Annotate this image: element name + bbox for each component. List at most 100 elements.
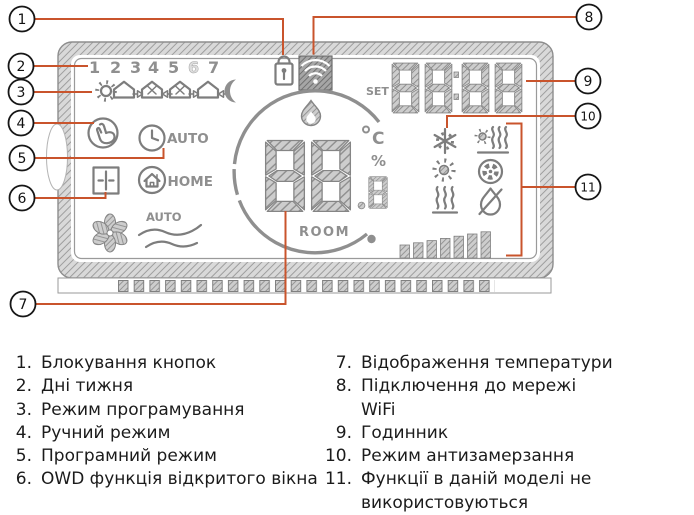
day-number: 5 bbox=[168, 58, 179, 77]
no-water-icon bbox=[478, 187, 503, 216]
days-row: 1 2 3 4 5 6 7 bbox=[89, 58, 219, 78]
day-number: 1 bbox=[89, 58, 100, 77]
set-label: SET bbox=[366, 85, 389, 98]
lunch-return-icon bbox=[140, 80, 173, 99]
legend-item-label: Режим антизамерзання bbox=[361, 446, 575, 467]
decimal-dot bbox=[357, 201, 366, 210]
sun-rays-icon bbox=[432, 158, 456, 182]
svg-text:9: 9 bbox=[584, 74, 593, 90]
legend-item-label: Підключення до мережі WiFi bbox=[361, 376, 577, 420]
thermostat-display-diagram: 1 2 3 4 5 6 7 bbox=[7, 3, 603, 318]
fan-auto-label: AUTO bbox=[146, 210, 182, 224]
callout-4: 4 bbox=[7, 109, 35, 137]
legend-item: 2. Дні тижня bbox=[10, 375, 322, 398]
antifreeze-snowflake-icon bbox=[433, 127, 457, 155]
steam-icon bbox=[431, 185, 459, 214]
legend-item-number: 11. bbox=[324, 469, 352, 490]
auto-fan-waves-icon: AUTO bbox=[137, 210, 203, 249]
percent-label: % bbox=[371, 152, 386, 170]
lock-icon bbox=[274, 55, 294, 86]
legend-item: 1. Блокування кнопок bbox=[10, 352, 322, 375]
moon-icon bbox=[224, 79, 237, 103]
program-mode-row bbox=[95, 79, 237, 103]
day-number: 7 bbox=[208, 58, 219, 77]
legend-item-label: Функції в даній моделі не використовують… bbox=[361, 469, 592, 513]
legend-item-label: Годинник bbox=[361, 422, 449, 443]
fan-icon bbox=[477, 158, 504, 185]
day-number-inactive: 6 bbox=[188, 58, 199, 77]
legend-item: 5.Програмний режим bbox=[10, 445, 322, 468]
home-label: HOME bbox=[168, 174, 213, 190]
legend-item-number: 4. bbox=[15, 422, 32, 443]
callout-5: 5 bbox=[8, 144, 36, 172]
legend-item-label: Блокування кнопок bbox=[41, 353, 217, 373]
svg-text:1: 1 bbox=[18, 12, 27, 28]
room-temperature-dial: C % ROOM bbox=[232, 89, 388, 255]
auto-program-label: AUTO bbox=[167, 131, 209, 147]
legend-item: 4. Ручний режим bbox=[10, 422, 322, 445]
legend-item-number: 2. bbox=[15, 376, 32, 397]
legend-item-number: 9. bbox=[335, 422, 352, 443]
legend-right-column: 7.Відображення температури 8. Підключення… bbox=[322, 352, 613, 515]
callout-11-bracket bbox=[506, 122, 523, 257]
dial-arc-end-dot bbox=[367, 234, 376, 244]
legend-item-number: 3. bbox=[15, 399, 32, 420]
svg-text:8: 8 bbox=[585, 10, 594, 26]
fan-flower-icon bbox=[92, 213, 128, 253]
svg-text:4: 4 bbox=[17, 116, 26, 132]
set-clock: SET bbox=[366, 62, 523, 114]
legend-item-number: 7. bbox=[335, 353, 352, 373]
legend-item-label: Дні тижня bbox=[41, 376, 134, 397]
legend-item-number: 10. bbox=[324, 446, 352, 467]
callout-11: 11 bbox=[574, 173, 602, 201]
connector-pins bbox=[118, 280, 495, 292]
svg-text:5: 5 bbox=[18, 151, 27, 167]
legend-item-number: 1. bbox=[15, 353, 32, 373]
callout-6: 6 bbox=[8, 184, 36, 212]
dial-arc bbox=[232, 89, 381, 255]
svg-text:2: 2 bbox=[17, 59, 26, 75]
day-number: 2 bbox=[110, 58, 121, 77]
legend-item-label: Ручний режим bbox=[41, 422, 171, 443]
manual-mode-icon bbox=[87, 117, 119, 149]
legend-item-label: OWD функція відкритого вікна bbox=[41, 469, 318, 490]
clock-colon-dot bbox=[453, 93, 459, 100]
callout-2: 2 bbox=[7, 52, 35, 80]
callout-1: 1 bbox=[8, 5, 36, 33]
room-temp-decimal-digit bbox=[368, 176, 388, 209]
legend-item-number: 6. bbox=[15, 469, 32, 490]
wifi-icon bbox=[298, 55, 333, 91]
svg-text:11: 11 bbox=[580, 180, 595, 194]
legend-item: 11. Функції в даній моделі не використову… bbox=[322, 468, 613, 515]
legend-item-label: Режим програмування bbox=[41, 399, 245, 420]
svg-text:6: 6 bbox=[18, 191, 27, 207]
home-mode-icon: HOME bbox=[137, 165, 213, 195]
callout-8: 8 bbox=[575, 3, 603, 31]
svg-text:3: 3 bbox=[17, 85, 26, 101]
legend-item: 8. Підключення до мережі WiFi bbox=[322, 375, 613, 422]
svg-text:10: 10 bbox=[580, 109, 595, 123]
legend-item: 7.Відображення температури bbox=[322, 352, 613, 375]
program-mode-icon: AUTO bbox=[138, 124, 209, 152]
svg-text:7: 7 bbox=[19, 297, 28, 313]
right-icon-block bbox=[399, 125, 510, 259]
legend-item: 10. Режим антизамерзання bbox=[322, 445, 613, 468]
callout-circles: 1 2 3 4 5 6 7 8 9 10 11 bbox=[7, 3, 603, 318]
celsius-label: C bbox=[372, 129, 384, 149]
legend-item-number: 8. bbox=[335, 376, 352, 397]
day-number: 3 bbox=[130, 58, 141, 77]
callout-10: 10 bbox=[574, 102, 602, 130]
callout-9: 9 bbox=[574, 67, 602, 95]
legend-item: 3. Режим програмування bbox=[10, 399, 322, 422]
lunch-leave-icon bbox=[168, 80, 200, 99]
degree-symbol bbox=[362, 125, 370, 134]
day-number: 4 bbox=[148, 58, 159, 77]
flame-icon bbox=[300, 99, 322, 127]
legend-item: 6. OWD функція відкритого вікна bbox=[10, 468, 322, 491]
callout-7: 7 bbox=[9, 290, 37, 318]
callout-3: 3 bbox=[7, 78, 35, 106]
legend: 1. Блокування кнопок 2. Дні тижня 3. Режим … bbox=[0, 352, 694, 515]
callout-lines bbox=[34, 16, 576, 305]
legend-item-number: 5. bbox=[15, 446, 32, 467]
heater-icon bbox=[474, 125, 510, 154]
